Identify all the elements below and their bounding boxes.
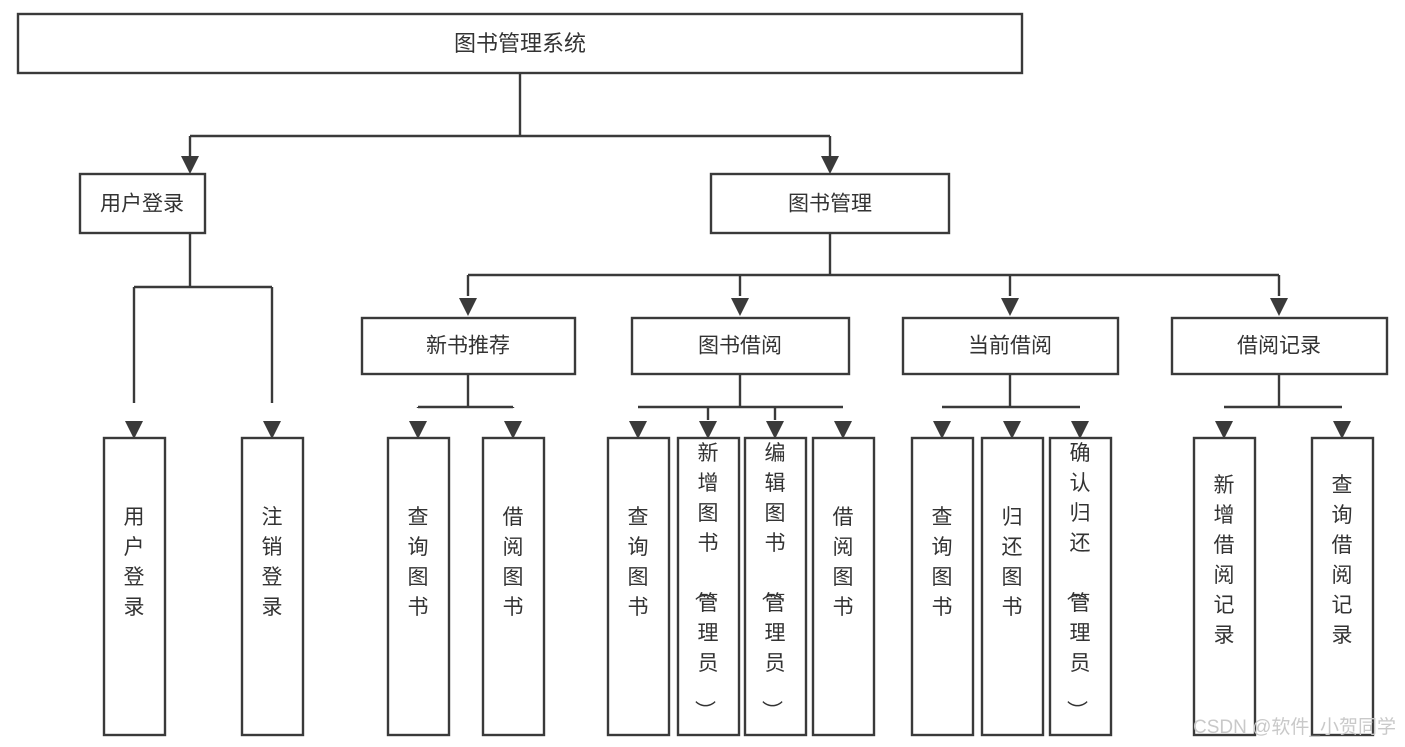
arrow-bookmgmt-to-borrow — [731, 298, 749, 316]
node-book-borrow[interactable]: 图书借阅 — [630, 316, 851, 376]
node-root-box[interactable] — [16, 12, 1024, 75]
arrow-bookmgmt-to-record — [1270, 298, 1288, 316]
node-borrow-record[interactable]: 借阅记录 — [1170, 316, 1389, 376]
node-borrow-record-box[interactable] — [1170, 316, 1389, 376]
connector-layer — [125, 73, 1351, 439]
leaf-node[interactable]: 新增借阅记录 — [1192, 436, 1257, 737]
leaf-node[interactable]: 新增图书（管理员） — [676, 436, 741, 737]
leaf-node[interactable]: 查询图书 — [386, 436, 451, 737]
leaf-node[interactable]: 编辑图书（管理员） — [743, 436, 808, 737]
arrow-root-to-userlogin — [181, 156, 199, 174]
leaf-node[interactable]: 借阅图书 — [811, 436, 876, 737]
leaf-borrow-do-box[interactable] — [811, 436, 876, 737]
leaf-logout-box[interactable] — [240, 436, 305, 737]
leaf-node[interactable]: 归还图书 — [980, 436, 1045, 737]
arrow-borrow-leaf-1 — [629, 421, 647, 439]
leaf-record-add-box[interactable] — [1192, 436, 1257, 737]
arrow-borrow-leaf-4 — [834, 421, 852, 439]
leaf-borrow-query-label: 查询图书 — [628, 506, 649, 619]
leaf-node[interactable]: 查询借阅记录 — [1310, 436, 1375, 737]
node-book-management[interactable]: 图书管理 — [709, 172, 951, 235]
leaf-current-return-label: 归还图书 — [1002, 506, 1023, 619]
node-new-book-recommend[interactable]: 新书推荐 — [360, 316, 577, 376]
arrow-newbook-leaf-2 — [504, 421, 522, 439]
arrow-newbook-leaf-1 — [409, 421, 427, 439]
leaf-current-query-box[interactable] — [910, 436, 975, 737]
arrow-current-leaf-2 — [1003, 421, 1021, 439]
leaf-newbook-query-box[interactable] — [386, 436, 451, 737]
leaf-node[interactable]: 查询图书 — [606, 436, 671, 737]
leaf-record-query-label: 查询借阅记录 — [1332, 474, 1353, 647]
leaf-node[interactable]: 用户登录 — [102, 436, 167, 737]
leaf-record-add-label: 新增借阅记录 — [1214, 474, 1235, 647]
leaf-borrow-add-label: 新增图书（管理员） — [693, 442, 719, 721]
leaf-node[interactable]: 查询图书 — [910, 436, 975, 737]
arrow-bookmgmt-to-current — [1001, 298, 1019, 316]
arrow-root-to-bookmgmt — [821, 156, 839, 174]
leaf-borrow-add-box[interactable] — [676, 436, 741, 737]
leaf-node[interactable]: 确认归还（管理员） — [1048, 436, 1113, 737]
node-book-borrow-box[interactable] — [630, 316, 851, 376]
leaf-borrow-edit-box[interactable] — [743, 436, 808, 737]
node-borrow-record-label: 借阅记录 — [1237, 335, 1321, 358]
leaf-node[interactable]: 注销登录 — [240, 436, 305, 737]
arrow-current-leaf-3 — [1071, 421, 1089, 439]
leaf-newbook-query-label: 查询图书 — [408, 506, 429, 619]
leaf-current-confirm-box[interactable] — [1048, 436, 1113, 737]
leaf-logout-label: 注销登录 — [262, 506, 283, 619]
leaf-borrow-do-label: 借阅图书 — [833, 506, 854, 619]
node-current-borrow-box[interactable] — [901, 316, 1120, 376]
node-book-management-box[interactable] — [709, 172, 951, 235]
node-root-label: 图书管理系统 — [454, 31, 586, 56]
node-user-login-label: 用户登录 — [100, 193, 184, 216]
leaf-borrow-query-box[interactable] — [606, 436, 671, 737]
node-user-login-box[interactable] — [78, 172, 207, 235]
arrow-current-leaf-1 — [933, 421, 951, 439]
node-new-book-recommend-box[interactable] — [360, 316, 577, 376]
arrow-record-leaf-1 — [1215, 421, 1233, 439]
node-current-borrow-label: 当前借阅 — [968, 335, 1052, 358]
leaf-user-login-label: 用户登录 — [124, 506, 145, 619]
arrow-record-leaf-2 — [1333, 421, 1351, 439]
node-root[interactable]: 图书管理系统 — [16, 12, 1024, 75]
leaf-current-confirm-label: 确认归还（管理员） — [1065, 442, 1091, 721]
leaf-newbook-borrow-box[interactable] — [481, 436, 546, 737]
leaf-record-query-box[interactable] — [1310, 436, 1375, 737]
arrow-userlogin-leaf-2 — [263, 421, 281, 439]
arrow-borrow-leaf-2 — [699, 421, 717, 439]
leaf-current-query-label: 查询图书 — [932, 506, 953, 619]
node-current-borrow[interactable]: 当前借阅 — [901, 316, 1120, 376]
node-book-management-label: 图书管理 — [788, 193, 872, 216]
arrow-bookmgmt-to-newbook — [459, 298, 477, 316]
arrow-userlogin-leaf-1 — [125, 421, 143, 439]
node-user-login[interactable]: 用户登录 — [78, 172, 207, 235]
leaf-newbook-borrow-label: 借阅图书 — [503, 506, 524, 619]
leaf-user-login-box[interactable] — [102, 436, 167, 737]
csdn-watermark: CSDN @软件_小贺同学 — [1193, 716, 1396, 738]
arrow-borrow-leaf-3 — [766, 421, 784, 439]
node-book-borrow-label: 图书借阅 — [698, 335, 782, 358]
leaf-node[interactable]: 借阅图书 — [481, 436, 546, 737]
node-new-book-recommend-label: 新书推荐 — [426, 335, 510, 358]
leaf-borrow-edit-label: 编辑图书（管理员） — [760, 442, 786, 721]
leaf-current-return-box[interactable] — [980, 436, 1045, 737]
